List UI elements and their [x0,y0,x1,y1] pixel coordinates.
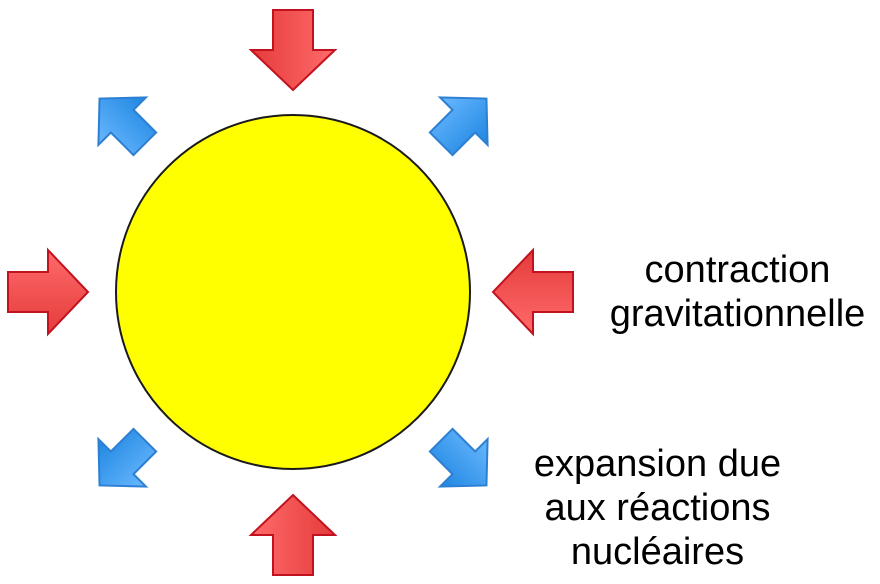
blue-outward-arrow-bottom-left [74,415,170,511]
red-inward-arrow-top [250,9,336,91]
contraction-label: contraction gravitationnelle [595,248,880,336]
star-circle [115,114,471,470]
contraction-label-line-1: contraction [644,249,831,291]
expansion-label-line-2: aux réactions [544,487,771,529]
red-inward-arrow-left [7,249,89,335]
contraction-label-line-2: gravitationnelle [609,293,866,335]
red-inward-arrow-right [492,249,574,335]
expansion-label: expansion due aux réactions nucléaires [505,442,810,574]
blue-outward-arrow-bottom-right [416,415,512,511]
expansion-label-line-1: expansion due [533,443,782,485]
red-inward-arrow-bottom [250,494,336,576]
blue-outward-arrow-top-right [416,73,512,169]
expansion-label-line-3: nucléaires [570,531,745,573]
blue-outward-arrow-top-left [74,73,170,169]
